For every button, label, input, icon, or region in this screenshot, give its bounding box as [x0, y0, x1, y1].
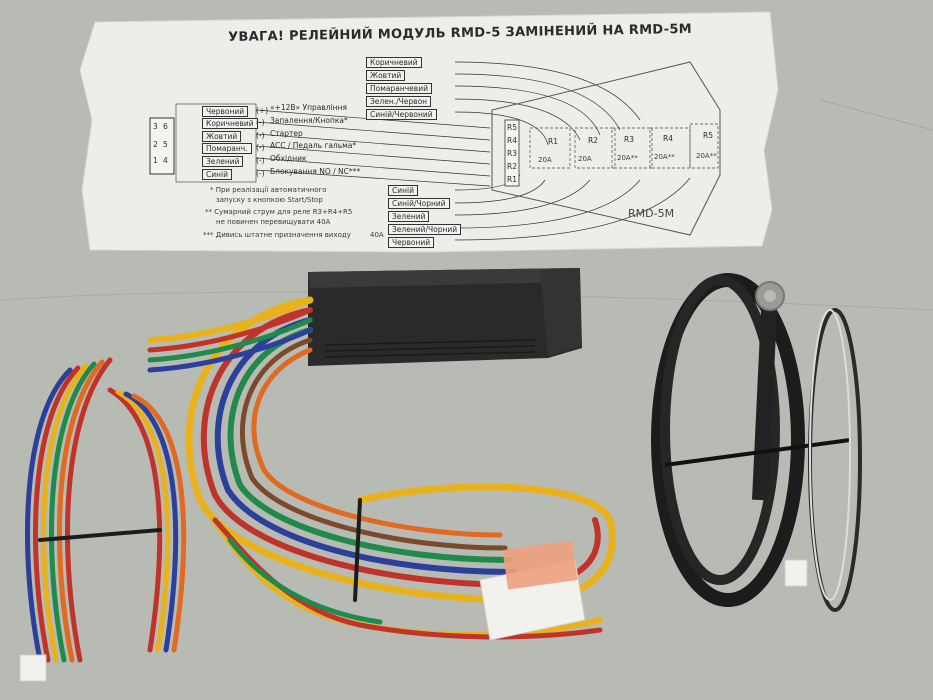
wire-desc: ACC / Педаль гальма*: [270, 141, 357, 150]
wire-sym: (-): [256, 169, 265, 178]
relay-r2: R2: [588, 136, 598, 145]
wire-color-yellow: Жовтий: [202, 131, 242, 142]
note-1b: запуску з кнопкою Start/Stop: [216, 196, 323, 204]
wire-color-green: Зелений: [202, 156, 244, 167]
pin-1: 1: [153, 156, 158, 165]
relay-pin: R2: [507, 162, 517, 171]
fuse-rating: 20A: [538, 156, 552, 164]
fuse-label: 40A: [370, 231, 384, 239]
note-1a: * При реалізації автоматичного: [210, 186, 327, 194]
wire-desc: Блокування NO / NC***: [270, 167, 361, 176]
note-2a: ** Сумарний струм для реле R3+R4+R5: [205, 208, 353, 216]
top-wire: Помаранчевий: [366, 83, 432, 94]
relay-r5: R5: [703, 131, 713, 140]
note-2b: не повинен перевищувати 40А: [216, 218, 331, 226]
relay-pin: R3: [507, 149, 517, 158]
ribbon-cable: [19, 357, 187, 682]
relay-r4: R4: [663, 134, 673, 143]
wire-color-red: Червоний: [202, 106, 249, 117]
black-cable-coil: [651, 273, 851, 607]
wire-sym: (-): [256, 118, 265, 127]
pin-5: 5: [163, 140, 168, 149]
wire-sym: (+): [256, 106, 269, 115]
top-wire: Синій/Червоний: [366, 109, 437, 120]
ring-terminal: [755, 281, 785, 311]
connector-block: [149, 117, 175, 175]
fuse-holder: [479, 540, 586, 641]
thin-cable-coil: [808, 308, 862, 612]
wire-desc: Запалення/Кнопка*: [270, 116, 348, 125]
wire-sym: (-): [256, 156, 265, 165]
wire-desc: «+12В» Управління: [270, 103, 347, 112]
relay-pin: R1: [507, 175, 517, 184]
relay-pin: R5: [507, 123, 517, 132]
fuse-rating: 20A**: [617, 154, 638, 162]
pin-4: 4: [163, 156, 168, 165]
relay-pin: R4: [507, 136, 517, 145]
instruction-sheet: [79, 11, 779, 253]
pin-6: 6: [163, 122, 168, 131]
fuse-rating: 20A**: [654, 153, 675, 161]
pin-3: 3: [153, 122, 158, 131]
wire-sym: (-): [256, 143, 265, 152]
fuse-rating: 20A: [578, 155, 592, 163]
relay-module: [308, 268, 582, 366]
wire-desc: Обхідник: [270, 154, 307, 163]
wire-color-blue: Синій: [202, 169, 232, 180]
wire-color-brown: Коричневий: [202, 118, 258, 129]
bottom-wire: Зелений: [388, 211, 430, 222]
wire-sym: (-): [256, 131, 265, 140]
bottom-wire: Зелений/Чорний: [388, 224, 462, 235]
top-wire: Коричневий: [366, 57, 422, 68]
module-name: RMD-5M: [628, 207, 675, 220]
bottom-wire: Синій: [388, 185, 418, 196]
pin-2: 2: [153, 140, 158, 149]
note-3: *** Дивись штатне призначення виходу: [203, 231, 351, 239]
fuse-rating: 20A**: [696, 152, 717, 160]
top-wire: Зелен./Червон: [366, 96, 432, 107]
bottom-wire: Синій/Чорний: [388, 198, 450, 209]
top-wire: Жовтий: [366, 70, 406, 81]
wire-color-orange: Помаранч.: [202, 143, 252, 154]
bottom-wire: Червоний: [388, 237, 435, 248]
wire-desc: Стартер: [270, 129, 303, 138]
relay-r3: R3: [624, 135, 634, 144]
relay-r1: R1: [548, 137, 558, 146]
relay-pin-block: [504, 119, 520, 187]
module-outline: [491, 61, 721, 236]
